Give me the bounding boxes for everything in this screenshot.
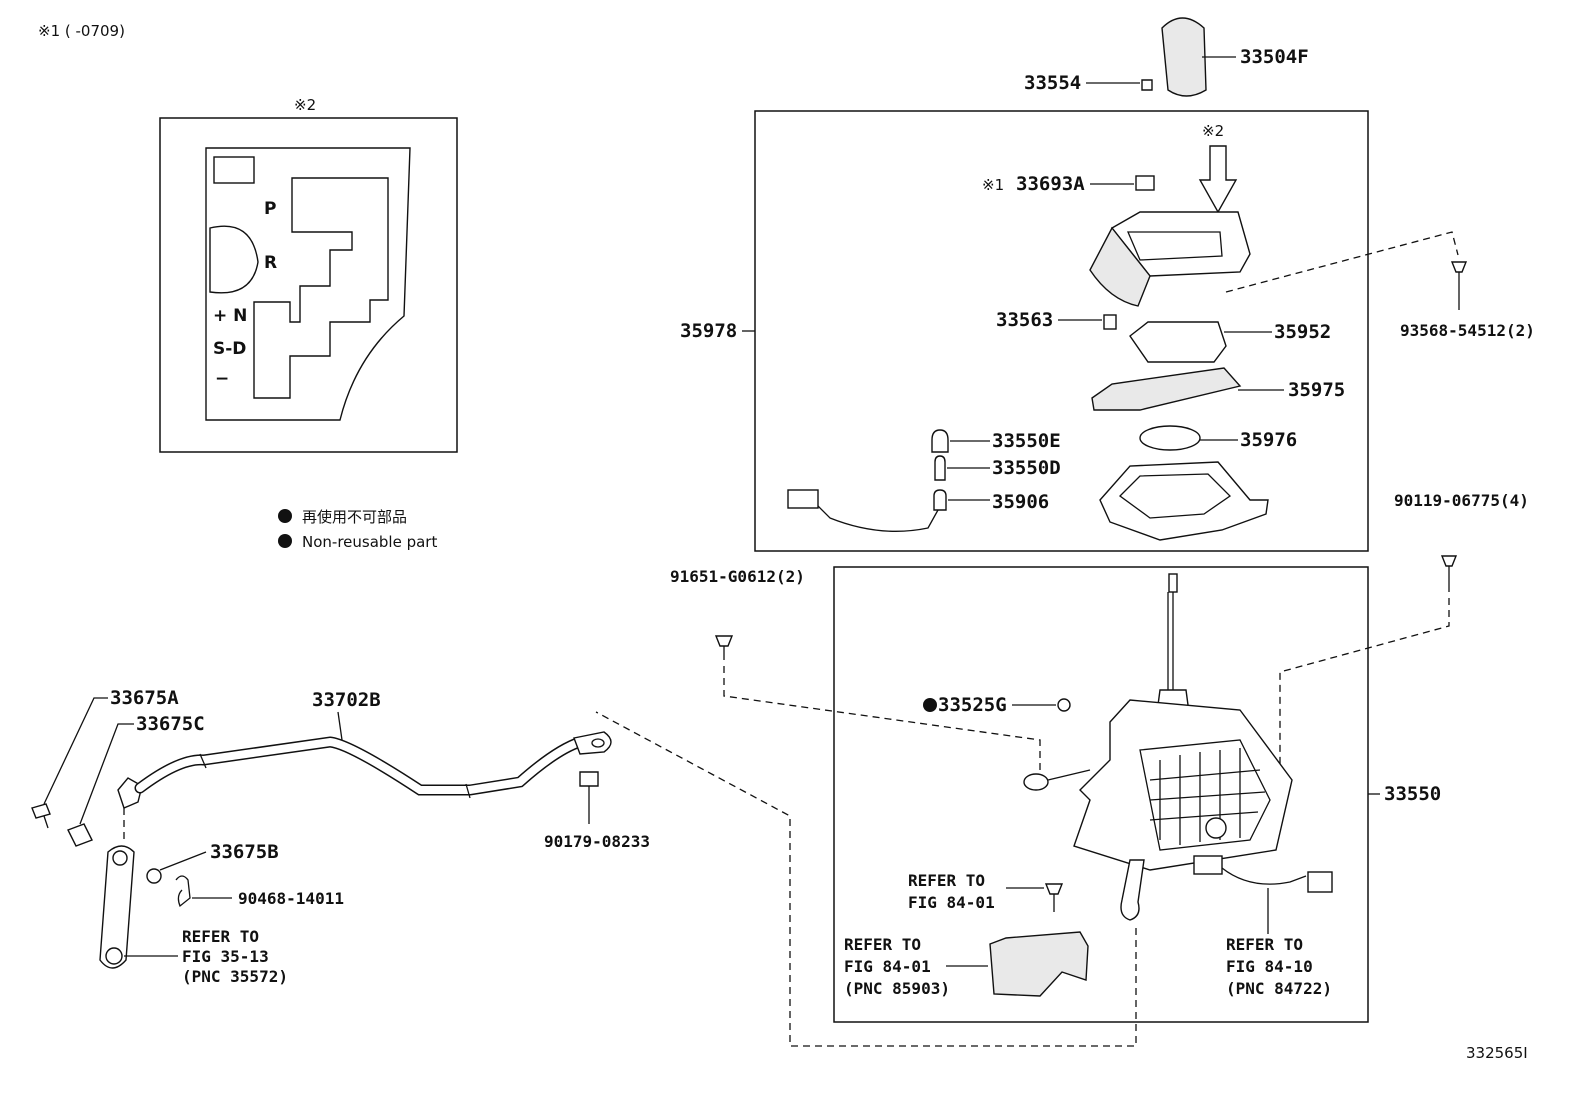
label-33504F: 33504F — [1240, 46, 1309, 68]
gate-n: + N — [213, 306, 247, 326]
label-91651: 91651-G0612(2) — [670, 567, 805, 586]
label-33554: 33554 — [1024, 72, 1081, 94]
legend: 再使用不可部品 Non-reusable part — [278, 508, 437, 551]
lever-arm — [99, 845, 135, 969]
label-33702B: 33702B — [312, 689, 381, 711]
label-93568: 93568-54512(2) — [1400, 321, 1535, 340]
part-housing-lower — [1099, 461, 1269, 541]
arrow-note-2: ※2 — [1202, 122, 1224, 140]
bulb-33550D — [934, 455, 946, 481]
part-33563 — [1103, 314, 1117, 330]
screw-84-01 — [1044, 883, 1064, 912]
label-35975: 35975 — [1288, 379, 1345, 401]
ref-84c-line1: REFER TO — [1226, 935, 1303, 954]
ref-84b-line2: FIG 84-01 — [844, 957, 931, 976]
bushing-33675C — [67, 823, 93, 847]
ref-84b-line1: REFER TO — [844, 935, 921, 954]
clip-90468 — [175, 875, 191, 908]
label-33693A: 33693A — [1016, 173, 1085, 195]
label-33693A-prefix: ※1 — [982, 176, 1004, 194]
ref-84c-line3: (PNC 84722) — [1226, 979, 1332, 998]
label-33550D: 33550D — [992, 457, 1061, 479]
gate-window — [213, 156, 255, 184]
ref-35-line3: (PNC 35572) — [182, 967, 288, 986]
bolt-91651 — [714, 635, 734, 660]
part-85903 — [989, 931, 1089, 997]
gate-minus: − — [215, 369, 229, 389]
view-arrow — [1198, 145, 1238, 214]
inset-note-2: ※2 — [294, 96, 316, 114]
bolt-93568 — [1450, 261, 1468, 310]
bolt-33675A — [31, 803, 51, 829]
label-33525G: 33525G — [938, 694, 1007, 716]
shift-knob — [1141, 17, 1207, 97]
part-35975 — [1091, 367, 1242, 411]
harness-84722 — [1193, 855, 1333, 893]
bushing-33675B — [146, 868, 162, 884]
label-33550E: 33550E — [992, 430, 1061, 452]
label-33675A: 33675A — [110, 687, 179, 709]
part-bezel-upper — [1089, 211, 1251, 307]
part-35952 — [1129, 321, 1227, 363]
ref-35-line1: REFER TO — [182, 927, 259, 946]
label-35976: 35976 — [1240, 429, 1297, 451]
gate-p: P — [264, 199, 276, 219]
gate-slot — [253, 177, 389, 399]
label-35906: 35906 — [992, 491, 1049, 513]
cable-33702B — [117, 731, 612, 809]
shift-lever-assembly — [1023, 573, 1293, 921]
legend-jp: 再使用不可部品 — [302, 508, 407, 526]
legend-en: Non-reusable part — [302, 533, 437, 551]
ref-84c-line2: FIG 84-10 — [1226, 957, 1313, 976]
note-1: ※1 ( -0709) — [38, 22, 125, 40]
legend-dot-1 — [278, 509, 292, 523]
bulb-33550E — [931, 429, 949, 453]
gate-indicator — [209, 225, 259, 294]
part-33693A — [1135, 175, 1155, 191]
label-33675B: 33675B — [210, 841, 279, 863]
label-90119: 90119-06775(4) — [1394, 491, 1529, 510]
part-35976 — [1139, 425, 1201, 451]
figure-id: 332565I — [1466, 1044, 1528, 1062]
ref-84a-line2: FIG 84-01 — [908, 893, 995, 912]
label-35952: 35952 — [1274, 321, 1331, 343]
gate-r: R — [264, 253, 277, 273]
label-90179: 90179-08233 — [544, 832, 650, 851]
label-33675C: 33675C — [136, 713, 205, 735]
nut-90179 — [579, 771, 599, 824]
label-90468: 90468-14011 — [238, 889, 344, 908]
harness-35906 — [787, 489, 947, 532]
bolt-90119 — [1440, 555, 1458, 592]
label-33563: 33563 — [996, 309, 1053, 331]
shift-gate-inset: ※2 P R + N S-D − — [159, 96, 458, 453]
ref-35-line2: FIG 35-13 — [182, 947, 269, 966]
label-33550: 33550 — [1384, 783, 1441, 805]
label-35978: 35978 — [680, 320, 737, 342]
nonreusable-dot-33525G — [923, 698, 937, 712]
gate-sd: S-D — [213, 339, 246, 359]
part-33525G — [1057, 698, 1071, 712]
ref-84a-line1: REFER TO — [908, 871, 985, 890]
ref-84b-line3: (PNC 85903) — [844, 979, 950, 998]
legend-dot-2 — [278, 534, 292, 548]
